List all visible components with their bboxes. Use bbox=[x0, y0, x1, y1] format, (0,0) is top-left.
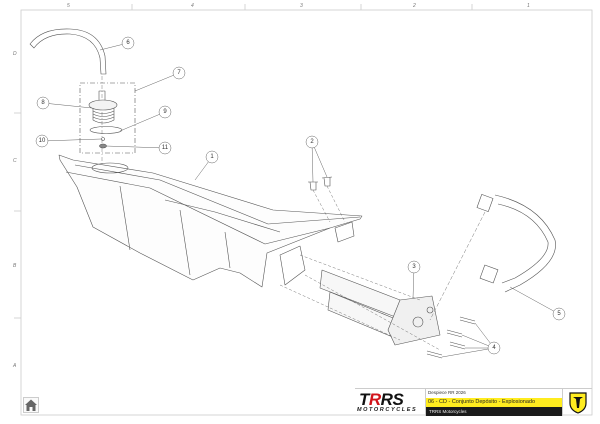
fuel-cap-part bbox=[88, 90, 118, 124]
callout-7: 7 bbox=[134, 66, 186, 92]
shield-logo-icon bbox=[569, 392, 587, 414]
brand-name: TRRS bbox=[359, 390, 404, 409]
screw-part bbox=[308, 176, 333, 191]
callout-8: 8 bbox=[36, 96, 93, 110]
svg-text:5: 5 bbox=[557, 311, 561, 317]
callout-6: 6 bbox=[99, 36, 135, 51]
brand-badge bbox=[562, 389, 593, 416]
title-text: Despiece RR 2026 06 - CD - Conjunto Depó… bbox=[425, 389, 563, 416]
brand-subtitle: MOTORCYCLES bbox=[357, 407, 418, 413]
callout-2: 2 bbox=[305, 135, 328, 183]
svg-text:9: 9 bbox=[163, 109, 167, 115]
row-label: A bbox=[12, 363, 17, 369]
column-label: 3 bbox=[300, 3, 303, 9]
row-label: B bbox=[13, 263, 17, 269]
svg-text:4: 4 bbox=[492, 345, 496, 351]
callout-11: 11 bbox=[105, 141, 172, 155]
company-name: TRRS Motorcycles bbox=[426, 407, 563, 416]
svg-text:1: 1 bbox=[210, 154, 214, 160]
callout-1: 1 bbox=[194, 150, 219, 181]
column-label: 1 bbox=[527, 3, 530, 9]
row-label: D bbox=[13, 51, 17, 57]
title-block: TRRS MOTORCYCLES Despiece RR 2026 06 - C… bbox=[355, 388, 592, 416]
callout-9: 9 bbox=[119, 105, 172, 132]
svg-text:8: 8 bbox=[41, 100, 45, 106]
o-ring-part bbox=[89, 126, 123, 134]
callout-10: 10 bbox=[35, 134, 102, 148]
svg-text:11: 11 bbox=[162, 145, 169, 151]
column-label: 4 bbox=[191, 3, 194, 9]
svg-text:2: 2 bbox=[310, 139, 314, 145]
fuel-tank-part bbox=[58, 154, 363, 288]
cap-assembly-box bbox=[79, 82, 136, 154]
document-title: Despiece RR 2026 bbox=[428, 390, 466, 395]
home-icon bbox=[25, 399, 37, 411]
drawing-frame bbox=[14, 4, 593, 416]
bolt-part bbox=[426, 316, 476, 359]
ball-part bbox=[101, 137, 105, 141]
drawing-name: 06 - CD - Conjunto Depósito - Explosiona… bbox=[426, 398, 563, 407]
zone-labels: 5 4 3 2 1 D C B A bbox=[12, 3, 530, 369]
row-label: C bbox=[13, 158, 17, 164]
fuel-pump-part bbox=[319, 269, 441, 346]
valve-part bbox=[99, 143, 107, 149]
svg-text:3: 3 bbox=[412, 264, 416, 270]
svg-text:6: 6 bbox=[126, 40, 130, 46]
callout-3: 3 bbox=[407, 260, 421, 299]
column-label: 2 bbox=[412, 3, 416, 9]
brand-logo: TRRS MOTORCYCLES bbox=[355, 389, 425, 416]
breather-hose-part bbox=[29, 28, 107, 75]
svg-text:7: 7 bbox=[177, 70, 181, 76]
callout-4: 4 bbox=[441, 322, 501, 358]
column-label: 5 bbox=[67, 3, 70, 9]
home-button[interactable] bbox=[23, 397, 39, 413]
fuel-hose-part bbox=[476, 194, 556, 293]
callout-5: 5 bbox=[509, 286, 566, 321]
svg-text:10: 10 bbox=[39, 138, 46, 144]
